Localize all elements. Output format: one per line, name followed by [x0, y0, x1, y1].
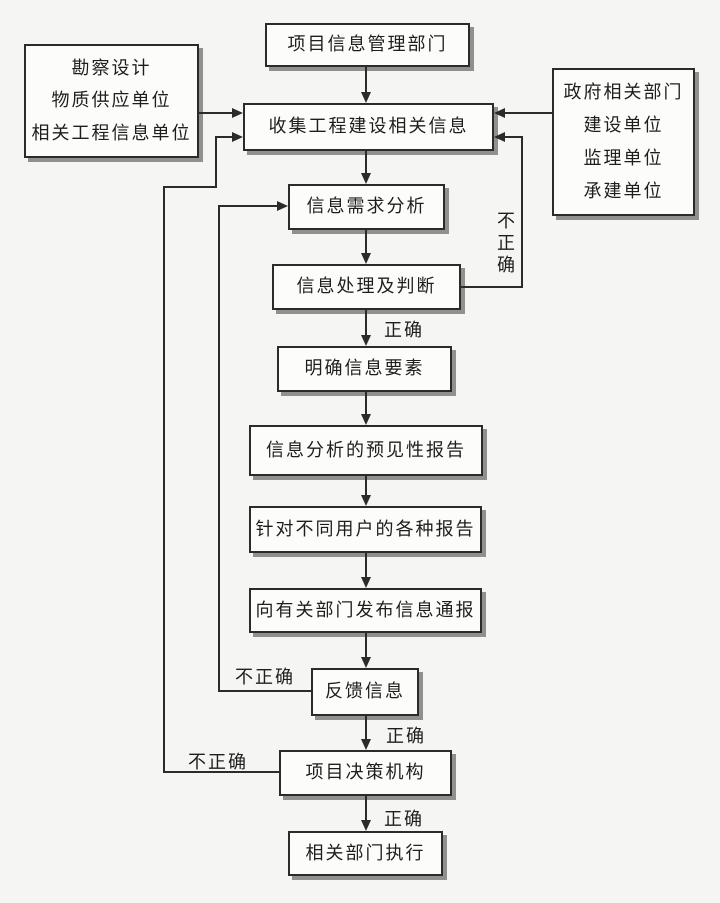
edge-feedbackloop-top-line — [218, 205, 277, 207]
node-decision-body-label: 项目决策机构 — [305, 762, 426, 784]
edge-feedbackloop-vertical-line — [218, 205, 220, 692]
edge-decisionloop-arrowhead — [232, 132, 243, 142]
edge-collect-to-demand-arrowhead — [361, 173, 371, 184]
edge-rightsources-to-collect-arrowhead — [494, 108, 505, 118]
node-clarify-elements: 明确信息要素 — [277, 346, 452, 392]
right-source-government: 政府相关部门 — [563, 81, 684, 103]
edge-label-incorrect-judge-loop: 不正确 — [494, 211, 515, 277]
edge-leftsources-to-collect-arrowhead — [232, 108, 243, 118]
node-collect-info: 收集工程建设相关信息 — [243, 103, 494, 151]
node-project-info-dept-label: 项目信息管理部门 — [287, 34, 448, 56]
node-publish-notice-label: 向有关部门发布信息通报 — [255, 599, 476, 621]
edge-feedbackloop-bottom-line — [218, 690, 311, 692]
edge-collect-to-demand-line — [365, 151, 367, 174]
edge-rightsources-to-collect-line — [505, 112, 552, 114]
node-demand-analysis: 信息需求分析 — [288, 184, 445, 230]
edge-clarify-to-forecast-line — [365, 392, 367, 415]
node-demand-analysis-label: 信息需求分析 — [306, 196, 427, 218]
node-user-reports-label: 针对不同用户的各种报告 — [255, 518, 476, 540]
edge-publish-to-feedback-line — [365, 633, 367, 658]
edge-topdept-to-collect-arrowhead — [361, 92, 371, 103]
edge-judge-to-clarify-line — [365, 310, 367, 336]
edge-label-correct-after-feedback: 正确 — [386, 726, 426, 747]
edge-feedback-to-decision-line — [365, 716, 367, 740]
edge-label-incorrect-feedback-loop: 不正确 — [235, 667, 295, 688]
edge-judge-to-clarify-arrowhead — [361, 335, 371, 346]
edge-demand-to-judge-line — [365, 230, 367, 254]
edge-demand-to-judge-arrowhead — [361, 253, 371, 264]
node-process-judge: 信息处理及判断 — [272, 264, 461, 310]
edge-leftsources-to-collect-line — [199, 112, 232, 114]
edge-forecast-to-userreports-arrowhead — [361, 495, 371, 506]
edge-feedbackloop-arrowhead — [277, 201, 288, 211]
edge-topdept-to-collect-line — [365, 67, 367, 93]
edge-decisionloop-jog-horizontal-line — [163, 186, 217, 188]
node-right-sources: 政府相关部门 建设单位 监理单位 承建单位 — [552, 68, 695, 216]
right-source-contractor-unit: 承建单位 — [583, 180, 664, 202]
edge-userreports-to-publish-arrowhead — [361, 577, 371, 588]
edge-judgeloop-arrowhead — [494, 132, 505, 142]
left-source-survey-design: 勘察设计 — [71, 57, 152, 79]
node-clarify-elements-label: 明确信息要素 — [304, 358, 425, 380]
node-process-judge-label: 信息处理及判断 — [296, 276, 437, 298]
edge-decision-to-execute-arrowhead — [361, 820, 371, 831]
node-execute-label: 相关部门执行 — [305, 842, 426, 864]
node-left-sources: 勘察设计 物质供应单位 相关工程信息单位 — [24, 44, 199, 158]
edge-decisionloop-bottom-line — [163, 771, 279, 773]
edge-judgeloop-top-line — [505, 136, 523, 138]
node-collect-info-label: 收集工程建设相关信息 — [268, 116, 469, 138]
left-source-material-supply: 物质供应单位 — [51, 90, 172, 112]
node-project-info-dept: 项目信息管理部门 — [265, 23, 470, 67]
edge-clarify-to-forecast-arrowhead — [361, 414, 371, 425]
node-execute: 相关部门执行 — [288, 831, 443, 876]
node-feedback-label: 反馈信息 — [325, 681, 405, 703]
node-feedback: 反馈信息 — [311, 668, 419, 716]
node-decision-body: 项目决策机构 — [279, 750, 452, 796]
edge-judgeloop-bottom-line — [461, 286, 523, 288]
edge-userreports-to-publish-line — [365, 553, 367, 578]
edge-decisionloop-jog-vertical-line — [215, 136, 217, 188]
edge-decisionloop-top-line — [215, 136, 232, 138]
edge-publish-to-feedback-arrowhead — [361, 657, 371, 668]
edge-feedback-to-decision-arrowhead — [361, 739, 371, 750]
edge-forecast-to-userreports-line — [365, 476, 367, 496]
edge-label-incorrect-decision-loop: 不正确 — [188, 752, 248, 773]
edge-judgeloop-vertical-line — [521, 136, 523, 288]
left-source-related-info-units: 相关工程信息单位 — [31, 122, 192, 144]
edge-decision-to-execute-line — [365, 796, 367, 821]
node-user-reports: 针对不同用户的各种报告 — [249, 506, 482, 553]
edge-label-correct-after-judge: 正确 — [384, 320, 424, 341]
edge-decisionloop-vertical-line — [163, 186, 165, 773]
right-source-supervision-unit: 监理单位 — [583, 147, 664, 169]
right-source-construction-unit: 建设单位 — [583, 114, 664, 136]
edge-label-correct-after-decision: 正确 — [384, 809, 424, 830]
node-publish-notice: 向有关部门发布信息通报 — [249, 588, 482, 633]
node-forecast-report: 信息分析的预见性报告 — [249, 425, 483, 476]
node-forecast-report-label: 信息分析的预见性报告 — [266, 439, 466, 461]
